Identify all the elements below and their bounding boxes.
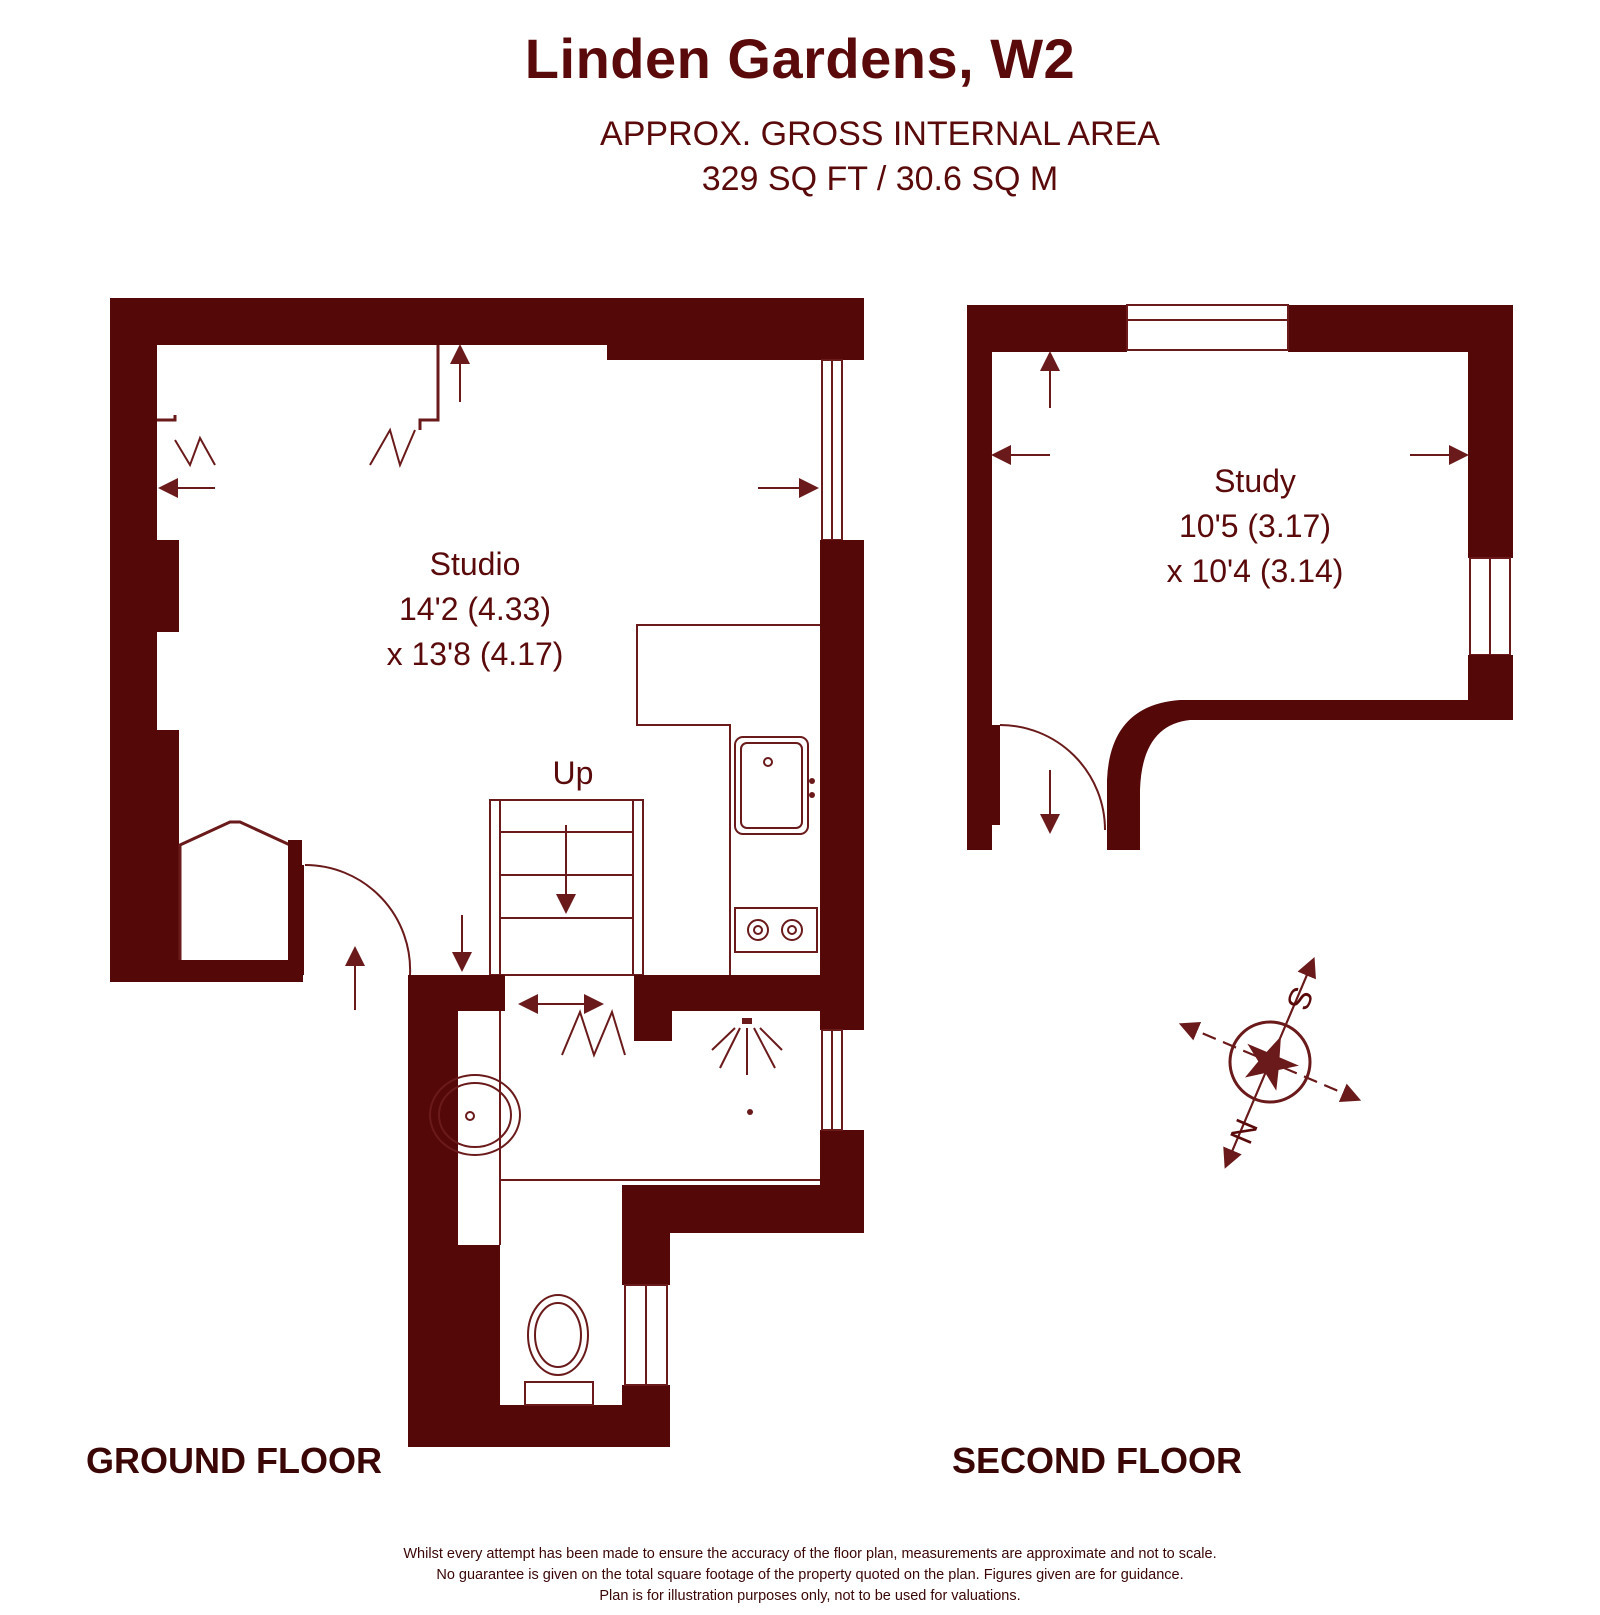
studio-dim1: 14'2 (4.33) xyxy=(399,591,551,627)
study-name: Study xyxy=(1214,463,1296,499)
compass: S N xyxy=(1178,957,1362,1169)
disclaimer-line-2: No guarantee is given on the total squar… xyxy=(436,1567,1184,1583)
wall xyxy=(967,305,992,850)
wall xyxy=(110,298,157,982)
wall xyxy=(1468,305,1513,558)
wall xyxy=(622,1385,670,1447)
wall xyxy=(607,345,864,360)
study-dim1: 10'5 (3.17) xyxy=(1179,508,1331,544)
plan-title: Linden Gardens, W2 xyxy=(524,27,1076,90)
wardrobe xyxy=(178,820,292,960)
wall xyxy=(820,1130,864,1233)
wall xyxy=(820,540,864,1030)
toilet xyxy=(524,1294,594,1406)
wall xyxy=(110,298,864,345)
shower xyxy=(711,1018,783,1115)
staircase xyxy=(489,799,644,976)
wall xyxy=(157,540,179,632)
compass-south: S xyxy=(1279,982,1320,1016)
wall xyxy=(408,975,458,1447)
wall xyxy=(634,975,864,1011)
disclaimer-line-3: Plan is for illustration purposes only, … xyxy=(599,1588,1021,1604)
disclaimer-line-1: Whilst every attempt has been made to en… xyxy=(403,1546,1217,1562)
wall xyxy=(967,305,1127,352)
study-door xyxy=(999,724,1106,831)
ground-floor-label: GROUND FLOOR xyxy=(86,1440,382,1481)
window xyxy=(1126,304,1289,351)
wall xyxy=(1107,700,1513,850)
disclaimer: Whilst every attempt has been made to en… xyxy=(0,1544,1600,1607)
basin xyxy=(429,1074,521,1156)
study-dim2: x 10'4 (3.14) xyxy=(1167,553,1344,589)
wall xyxy=(157,730,179,982)
stairs-label: Up xyxy=(553,755,594,791)
studio-name: Studio xyxy=(430,546,521,582)
entrance-door xyxy=(304,863,412,976)
wall xyxy=(408,975,505,1011)
hob xyxy=(734,907,818,953)
studio-dim2: x 13'8 (4.17) xyxy=(387,636,564,672)
area-value: 329 SQ FT / 30.6 SQ M xyxy=(701,160,1059,198)
area-label: APPROX. GROSS INTERNAL AREA xyxy=(600,115,1160,153)
compass-north: N xyxy=(1223,1114,1265,1149)
second-floor-label: SECOND FLOOR xyxy=(952,1440,1243,1481)
kitchen-counter xyxy=(636,624,820,975)
sink xyxy=(734,736,809,835)
ground-floor-plan xyxy=(110,298,864,1447)
wall xyxy=(110,960,303,982)
second-floor-plan xyxy=(967,304,1513,850)
